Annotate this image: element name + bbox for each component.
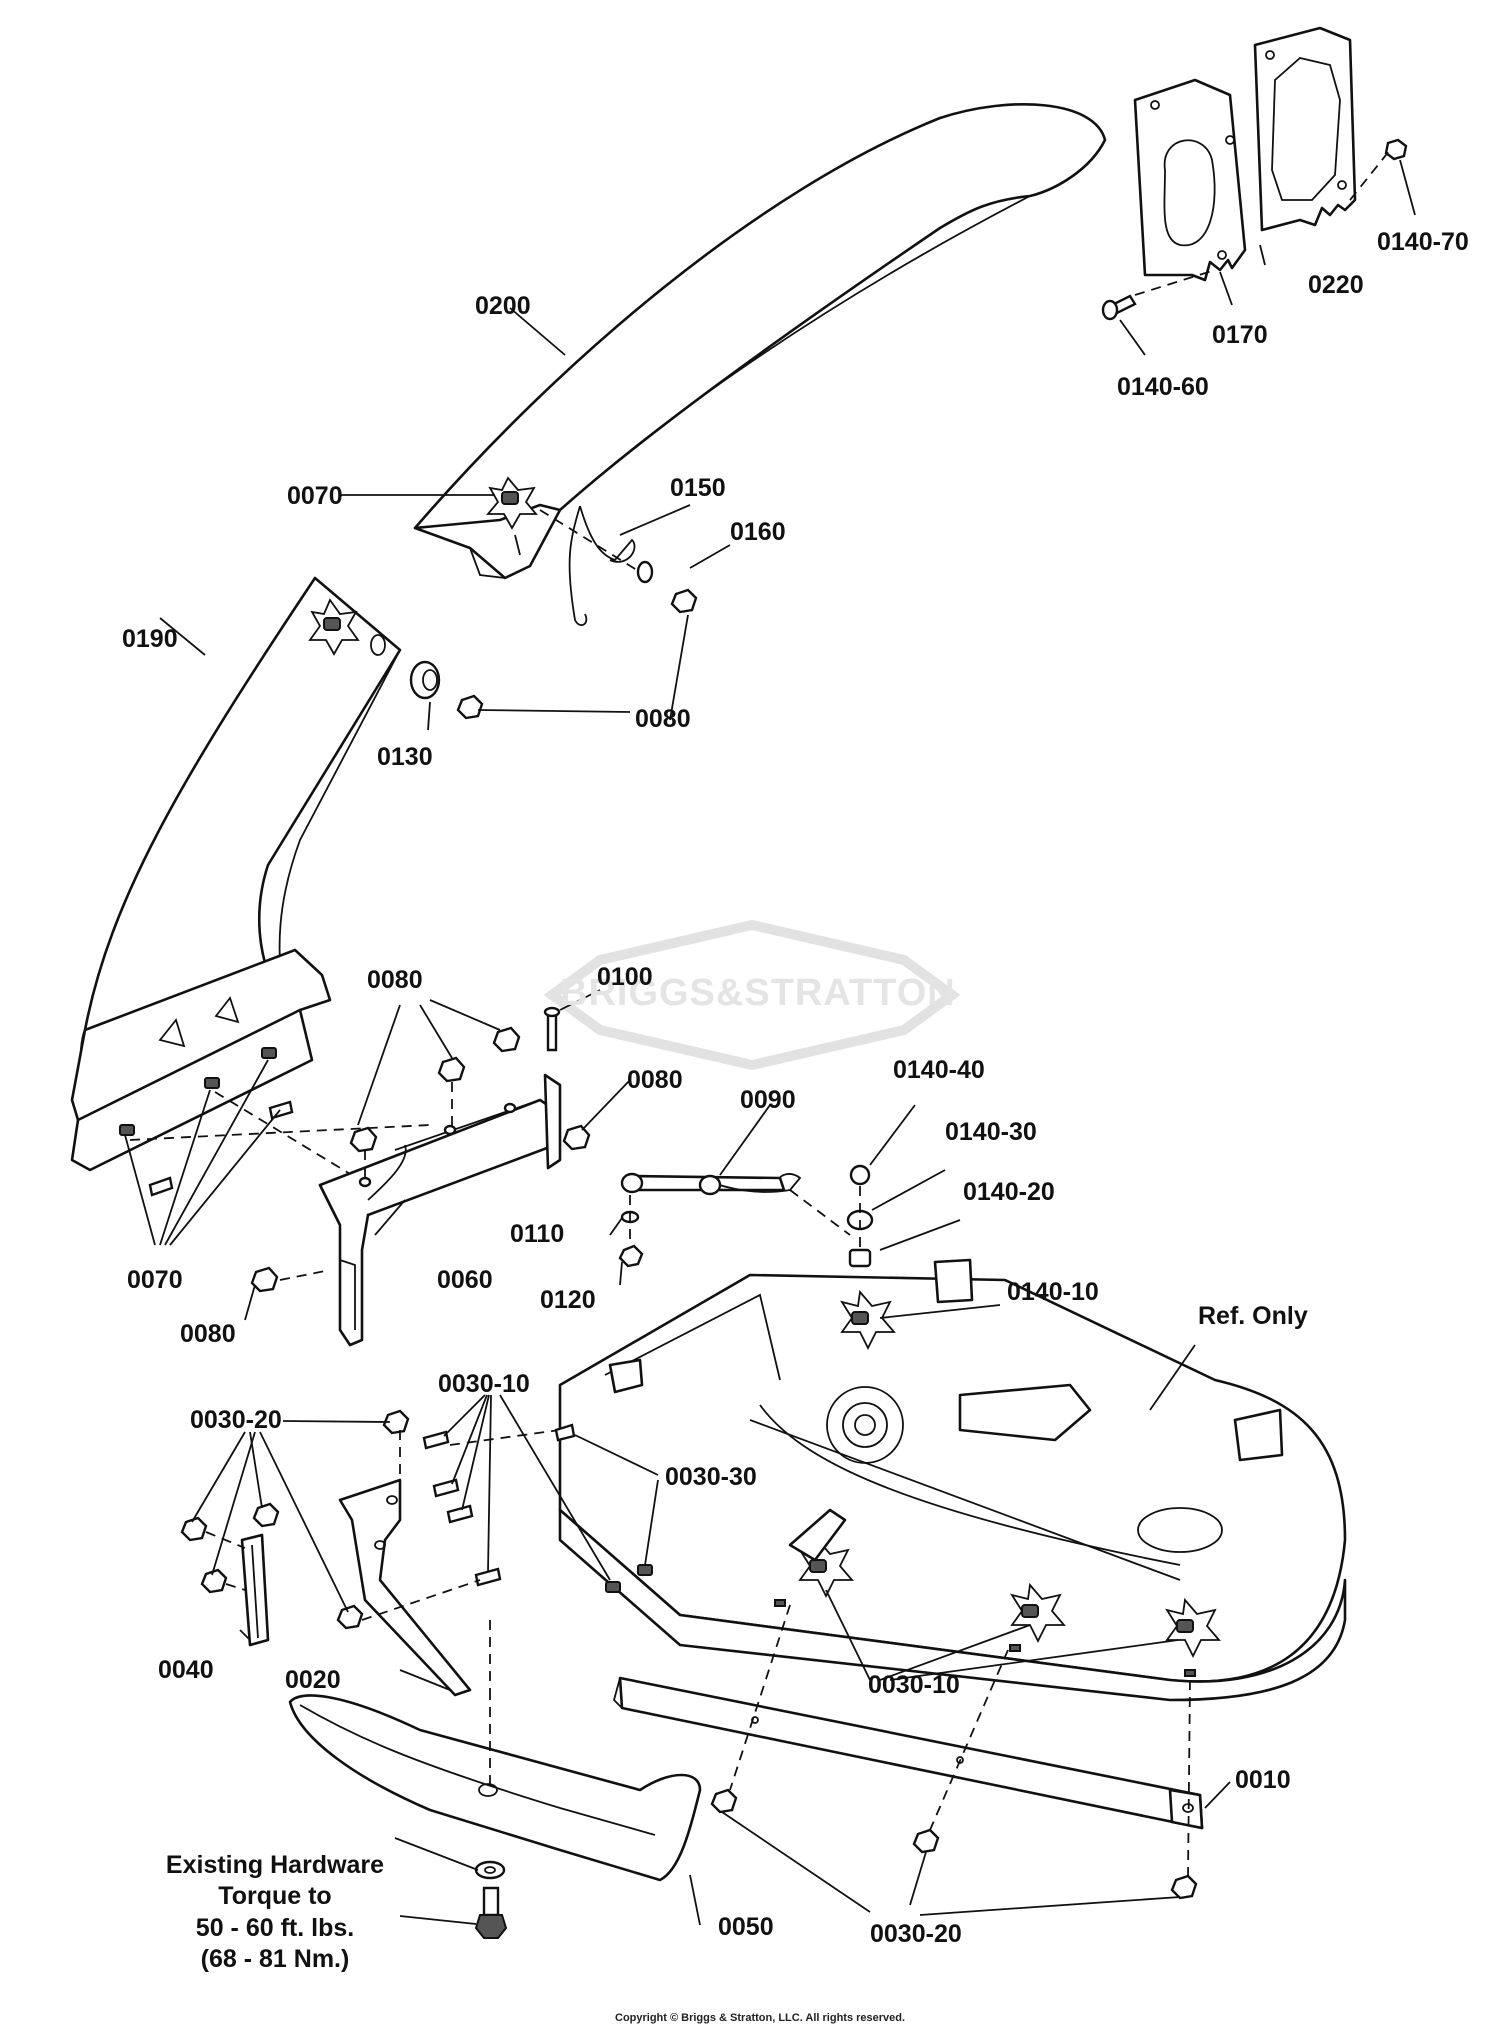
label-0140-70: 0140-70 bbox=[1377, 228, 1469, 256]
torque-note-line3: 50 - 60 ft. lbs. bbox=[195, 1913, 355, 1942]
label-0070-top: 0070 bbox=[287, 482, 343, 510]
chute-bolts-0070 bbox=[119, 1047, 431, 1197]
label-0090: 0090 bbox=[740, 1086, 796, 1114]
lower-chute-0190 bbox=[70, 576, 402, 1172]
baffle-hardware bbox=[180, 1409, 653, 1630]
label-0140-10: 0140-10 bbox=[1007, 1278, 1099, 1306]
label-0110: 0110 bbox=[510, 1220, 565, 1248]
leader-lines bbox=[124, 159, 1416, 1926]
label-0030-10-top: 0030-10 bbox=[438, 1370, 530, 1398]
copyright-text: Copyright © Briggs & Stratton, LLC. All … bbox=[615, 2012, 906, 2024]
label-0030-30: 0030-30 bbox=[665, 1463, 757, 1491]
label-0020: 0020 bbox=[285, 1666, 341, 1694]
spindle-hardware-0140 bbox=[846, 1164, 874, 1268]
nut-0140-70 bbox=[1349, 138, 1408, 201]
label-0170: 0170 bbox=[1212, 321, 1268, 349]
label-0080-low: 0080 bbox=[180, 1320, 236, 1348]
label-0030-20-left: 0030-20 bbox=[190, 1406, 282, 1434]
label-0080-mid: 0080 bbox=[367, 966, 423, 994]
label-0080-top: 0080 bbox=[635, 705, 691, 733]
adapter-plate-0220 bbox=[1253, 26, 1357, 232]
torque-note-line4: (68 - 81 Nm.) bbox=[200, 1944, 350, 1973]
label-0160: 0160 bbox=[730, 518, 786, 546]
torque-note: Existing Hardware Torque to 50 - 60 ft. … bbox=[145, 1850, 405, 1975]
upper-chute-0200 bbox=[413, 102, 1107, 580]
screw-0140-60 bbox=[1101, 269, 1216, 321]
baffle-0040 bbox=[240, 1533, 270, 1647]
label-0150: 0150 bbox=[670, 474, 726, 502]
label-0080-b: 0080 bbox=[627, 1066, 683, 1094]
label-0060: 0060 bbox=[437, 1266, 493, 1294]
label-0200: 0200 bbox=[475, 292, 531, 320]
label-0120: 0120 bbox=[540, 1286, 596, 1314]
label-0030-10-bot: 0030-10 bbox=[868, 1671, 960, 1699]
mount-bracket-0060 bbox=[318, 1073, 562, 1347]
label-0140-30: 0140-30 bbox=[945, 1118, 1037, 1146]
torque-note-line1: Existing Hardware bbox=[165, 1851, 385, 1879]
label-0100: 0100 bbox=[597, 963, 653, 991]
label-0030-20-bot: 0030-20 bbox=[870, 1920, 962, 1948]
spacer-0130 bbox=[409, 660, 484, 720]
label-0070-bot: 0070 bbox=[127, 1266, 183, 1294]
torque-note-line2: Torque to bbox=[218, 1882, 332, 1911]
label-0220: 0220 bbox=[1308, 271, 1364, 299]
label-0140-60: 0140-60 bbox=[1117, 373, 1209, 401]
watermark-text: BRIGGS&STRATTON bbox=[560, 972, 956, 1014]
label-0130: 0130 bbox=[377, 743, 433, 771]
baffle-0020 bbox=[338, 1478, 472, 1697]
mower-deck bbox=[558, 1258, 1347, 1702]
label-0140-40: 0140-40 bbox=[893, 1056, 985, 1084]
label-0040: 0040 bbox=[158, 1656, 214, 1684]
bracket-nuts-0080 bbox=[250, 1006, 591, 1293]
label-ref-only: Ref. Only bbox=[1198, 1302, 1308, 1330]
adapter-plate-0170 bbox=[1133, 78, 1247, 282]
pivot-hardware-top bbox=[486, 476, 698, 627]
baffle-bar-0010 bbox=[612, 1604, 1204, 1900]
lever-0090 bbox=[618, 1172, 851, 1268]
label-0010: 0010 bbox=[1235, 1766, 1291, 1794]
blade-0050 bbox=[288, 1620, 702, 1939]
label-0140-20: 0140-20 bbox=[963, 1178, 1055, 1206]
label-0190: 0190 bbox=[122, 625, 178, 653]
label-0050: 0050 bbox=[718, 1913, 774, 1941]
